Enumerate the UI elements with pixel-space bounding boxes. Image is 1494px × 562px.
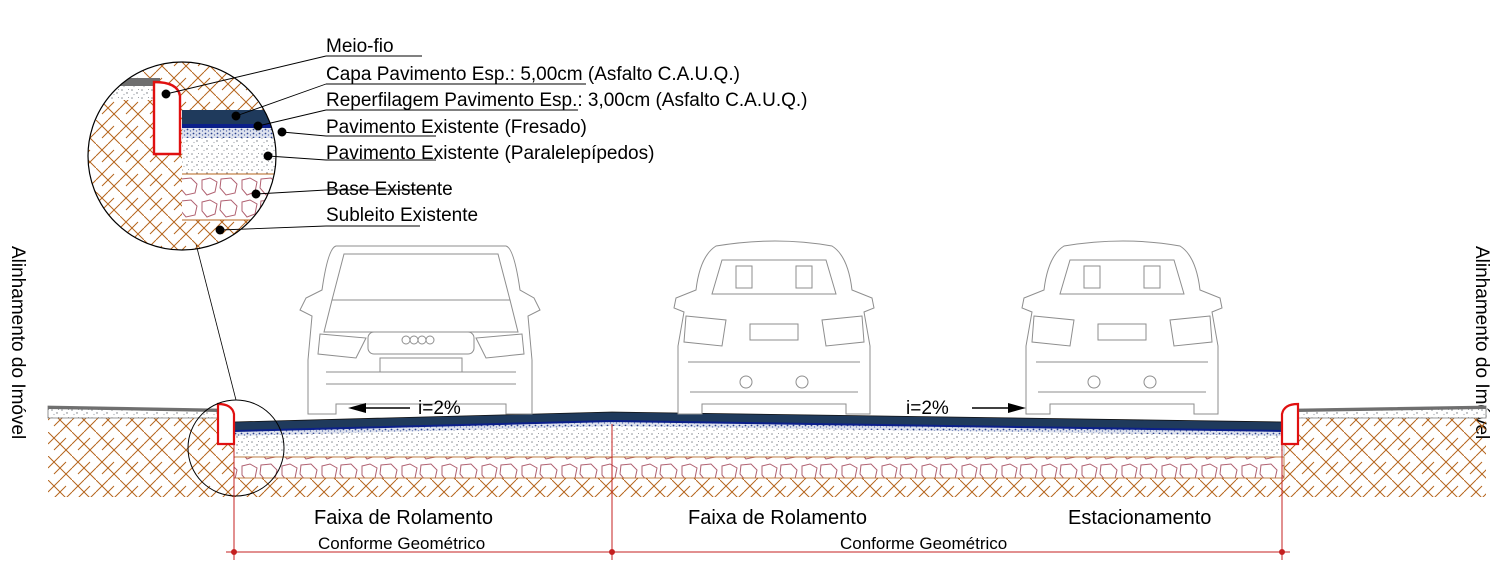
car-rear-icon: [673, 240, 875, 415]
slope-right-label: i=2%: [906, 398, 949, 419]
layer-label-fresado: Pavimento Existente (Fresado): [326, 117, 587, 138]
dimension-label-1: Conforme Geométrico: [318, 534, 485, 553]
layer-label-meio-fio: Meio-fio: [326, 36, 394, 57]
curb-right: [1280, 402, 1300, 446]
arrow-left-icon: [348, 403, 410, 413]
side-label-left: Alinhamento do Imóvel: [7, 246, 28, 439]
car-rear-icon: [1021, 240, 1223, 415]
curb-left: [216, 402, 236, 446]
layer-leaders: [161, 55, 586, 235]
lane-label-1: Faixa de Rolamento: [314, 507, 493, 529]
layer-label-reperfilagem: Reperfilagem Pavimento Esp.: 3,00cm (Asf…: [326, 90, 808, 111]
layer-label-paralelepipedos: Pavimento Existente (Paralelepípedos): [326, 143, 654, 164]
layer-label-capa: Capa Pavimento Esp.: 5,00cm (Asfalto C.A…: [326, 64, 740, 85]
arrow-right-icon: [972, 403, 1026, 413]
lane-label-2: Faixa de Rolamento: [688, 507, 867, 529]
car-front-icon: [299, 245, 541, 415]
side-label-right: Alinhamento do Imóvel: [1471, 246, 1492, 439]
detail-magnified: [88, 62, 276, 250]
dimension-lines: [226, 424, 1290, 560]
lane-label-3: Estacionamento: [1068, 507, 1211, 529]
slope-left-label: i=2%: [418, 398, 461, 419]
layer-label-subleito: Subleito Existente: [326, 205, 478, 226]
ground: [47, 405, 1487, 497]
layer-label-base: Base Existente: [326, 179, 453, 200]
dimension-label-2: Conforme Geométrico: [840, 534, 1007, 553]
pavement-structure: [233, 411, 1285, 479]
